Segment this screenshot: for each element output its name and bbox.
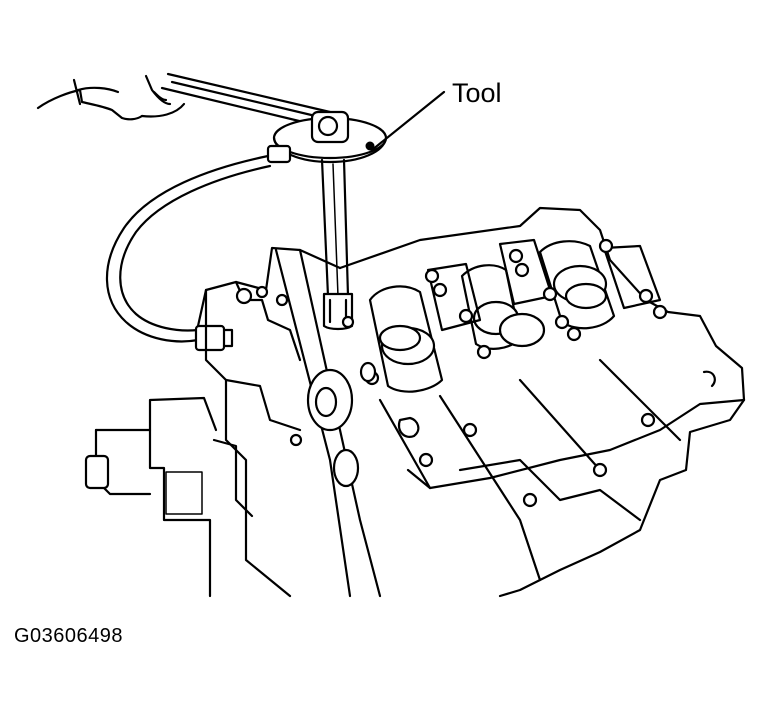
engine-block bbox=[84, 206, 746, 598]
torque-tool bbox=[160, 72, 388, 331]
tool-callout-label: Tool bbox=[452, 78, 502, 108]
hand-left bbox=[36, 78, 144, 121]
figure-code: G03606498 bbox=[14, 625, 124, 647]
sensor-cable bbox=[105, 154, 272, 352]
hand-right bbox=[140, 74, 186, 118]
callout-leader-line bbox=[370, 90, 446, 152]
